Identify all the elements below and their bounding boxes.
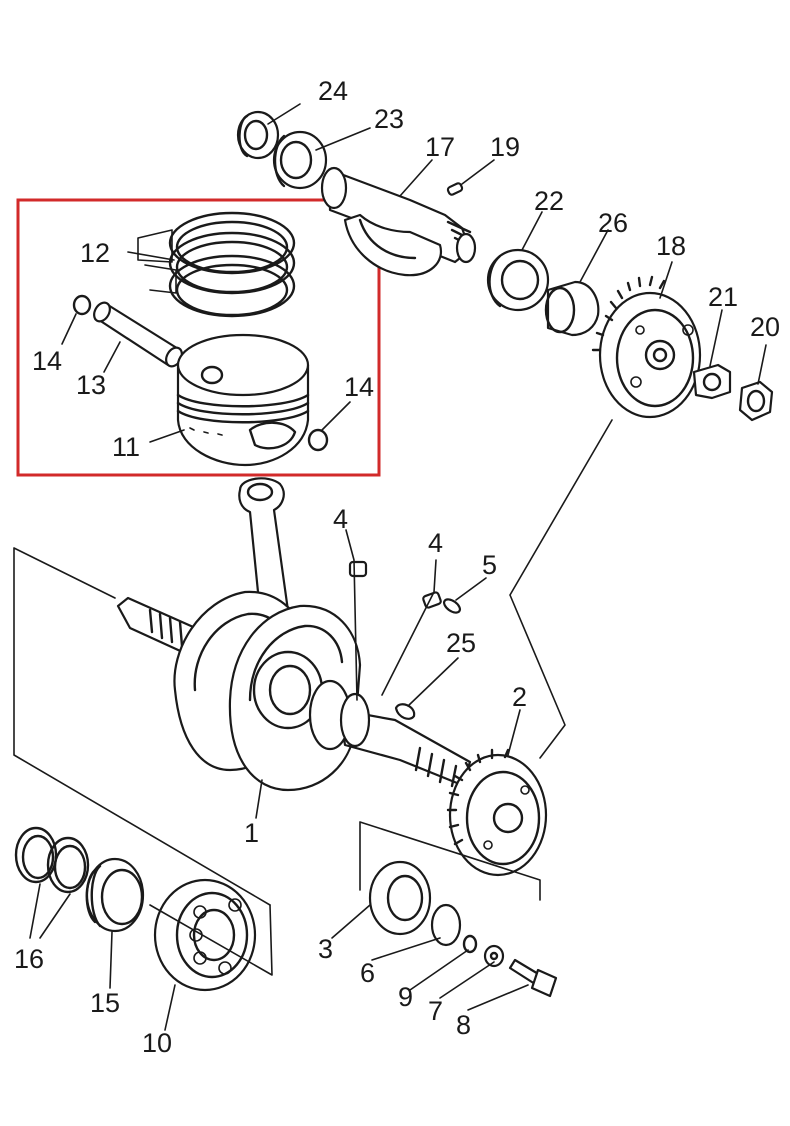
label-11: 11 — [112, 432, 140, 462]
part-26-collar[interactable] — [544, 280, 600, 337]
part-10-ball-bearing[interactable] — [153, 878, 257, 992]
label-14a: 14 — [32, 346, 62, 376]
label-19: 19 — [490, 132, 520, 162]
part-14-circlip-left[interactable] — [72, 294, 92, 316]
part-21-lock-washer[interactable] — [692, 363, 732, 400]
label-5: 5 — [482, 550, 497, 580]
label-26: 26 — [598, 208, 628, 238]
part-16-rings[interactable] — [14, 826, 90, 894]
part-19-key[interactable] — [446, 182, 464, 196]
part-22-bearing[interactable] — [486, 248, 550, 312]
label-6: 6 — [360, 958, 375, 988]
part-5-key[interactable] — [442, 597, 462, 616]
part-23-bearing[interactable] — [272, 130, 328, 190]
part-8-bolt[interactable] — [508, 958, 558, 998]
part-4-dowel-pin-lower[interactable] — [422, 591, 442, 609]
part-9-o-ring[interactable] — [462, 934, 478, 954]
label-8: 8 — [456, 1010, 471, 1040]
part-15-oil-seal[interactable] — [85, 857, 145, 933]
label-4a: 4 — [333, 504, 348, 534]
assembly-bracket-lines — [13, 419, 613, 976]
label-7: 7 — [428, 996, 443, 1026]
label-10: 10 — [142, 1028, 172, 1058]
label-23: 23 — [374, 104, 404, 134]
part-14-circlip-right[interactable] — [307, 428, 329, 452]
callout-labels: 24 23 17 19 22 26 18 21 20 12 14 13 11 1… — [14, 76, 780, 1058]
label-2: 2 — [512, 682, 527, 712]
label-17: 17 — [425, 132, 455, 162]
part-4-dowel-pin-upper[interactable] — [348, 560, 368, 578]
part-1-crankshaft[interactable] — [116, 477, 472, 792]
part-24-oil-seal[interactable] — [236, 110, 280, 160]
part-18-driven-gear[interactable] — [591, 275, 702, 419]
label-15: 15 — [90, 988, 120, 1018]
label-16: 16 — [14, 944, 44, 974]
part-2-timing-gear[interactable] — [446, 748, 548, 877]
highlight-box-piston-group — [16, 198, 381, 477]
label-3: 3 — [318, 934, 333, 964]
part-13-piston-pin[interactable] — [91, 300, 185, 369]
part-7-washer[interactable] — [483, 944, 505, 968]
part-20-nut[interactable] — [738, 380, 774, 422]
label-4b: 4 — [428, 528, 443, 558]
leader-lines — [29, 103, 767, 1031]
label-13: 13 — [76, 370, 106, 400]
label-18: 18 — [656, 231, 686, 261]
part-11-piston[interactable] — [176, 333, 310, 467]
part-6-washer[interactable] — [430, 903, 462, 947]
label-9: 9 — [398, 982, 413, 1012]
part-17-balancer-shaft[interactable] — [320, 166, 477, 277]
part-25-woodruff-key[interactable] — [394, 703, 416, 720]
label-12: 12 — [80, 238, 110, 268]
label-21: 21 — [708, 282, 738, 312]
label-14b: 14 — [344, 372, 374, 402]
label-22: 22 — [534, 186, 564, 216]
part-12-piston-rings[interactable] — [137, 211, 296, 318]
label-20: 20 — [750, 312, 780, 342]
label-1: 1 — [244, 818, 259, 848]
label-25: 25 — [446, 628, 476, 658]
label-24: 24 — [318, 76, 348, 106]
part-3-oil-seal[interactable] — [368, 860, 432, 936]
